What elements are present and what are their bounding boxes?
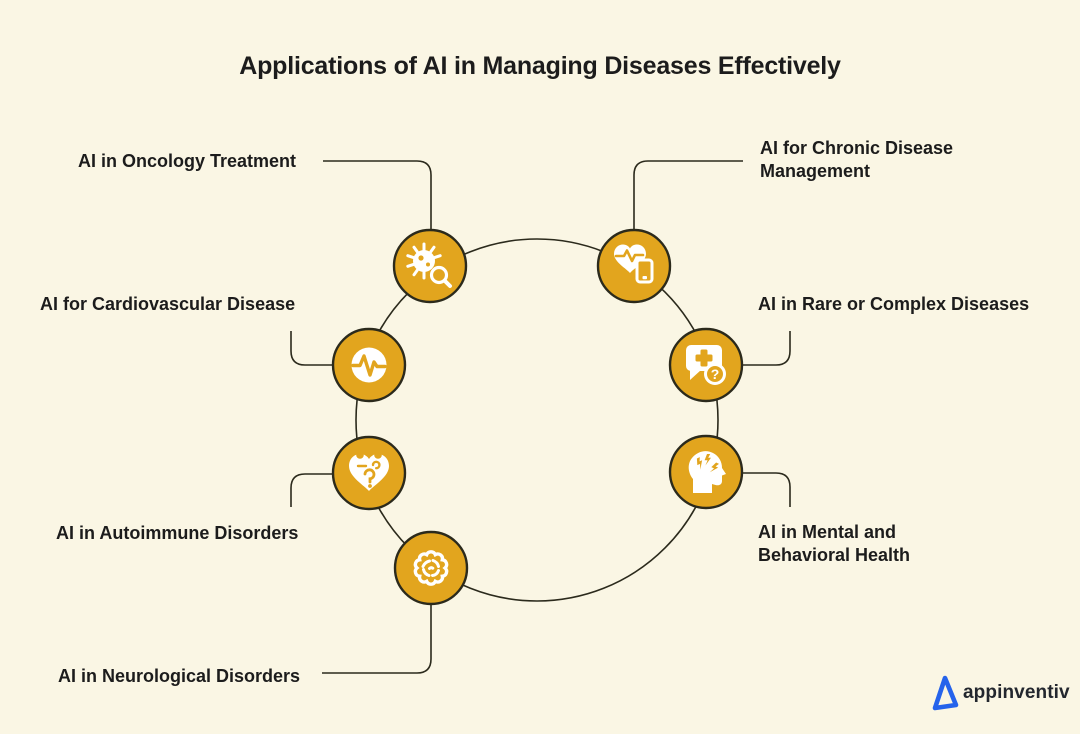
node-label-cardiovascular: AI for Cardiovascular Disease <box>40 294 296 314</box>
node-label-neurological: AI in Neurological Disorders <box>58 666 301 686</box>
node-label-rare: AI in Rare or Complex Diseases <box>758 294 1030 314</box>
node-label-autoimmune: AI in Autoimmune Disorders <box>56 523 299 543</box>
node-label-mental: AI in Mental and Behavioral Health <box>758 522 911 565</box>
ecg-pulse-circle-icon <box>331 327 407 403</box>
connector-chronic <box>633 160 743 232</box>
head-lightning-icon <box>668 434 744 510</box>
heart-pulse-phone-icon <box>596 228 672 304</box>
appinventiv-logo: appinventiv <box>931 674 1070 712</box>
node-label-oncology: AI in Oncology Treatment <box>78 151 297 171</box>
connector-mental <box>741 472 791 507</box>
node-label-chronic: AI for Chronic Disease Management <box>760 138 954 181</box>
connector-neuro <box>322 602 432 674</box>
puzzle-heart-icon <box>331 435 407 511</box>
cancer-cell-magnifier-icon <box>392 228 468 304</box>
central-ring <box>355 238 719 602</box>
connector-autoimmune <box>290 473 335 507</box>
connector-rare <box>741 331 791 366</box>
question-mark-glyph: ? <box>711 366 720 382</box>
page-title: Applications of AI in Managing Diseases … <box>239 52 841 80</box>
connector-oncology <box>323 160 432 232</box>
medical-chat-question-icon: ? <box>668 327 744 403</box>
connector-lines <box>290 160 791 674</box>
brain-icon <box>393 530 469 606</box>
appinventiv-logo-text: appinventiv <box>963 682 1070 703</box>
connector-cardio <box>290 331 335 366</box>
appinventiv-triangle-icon <box>932 675 959 711</box>
